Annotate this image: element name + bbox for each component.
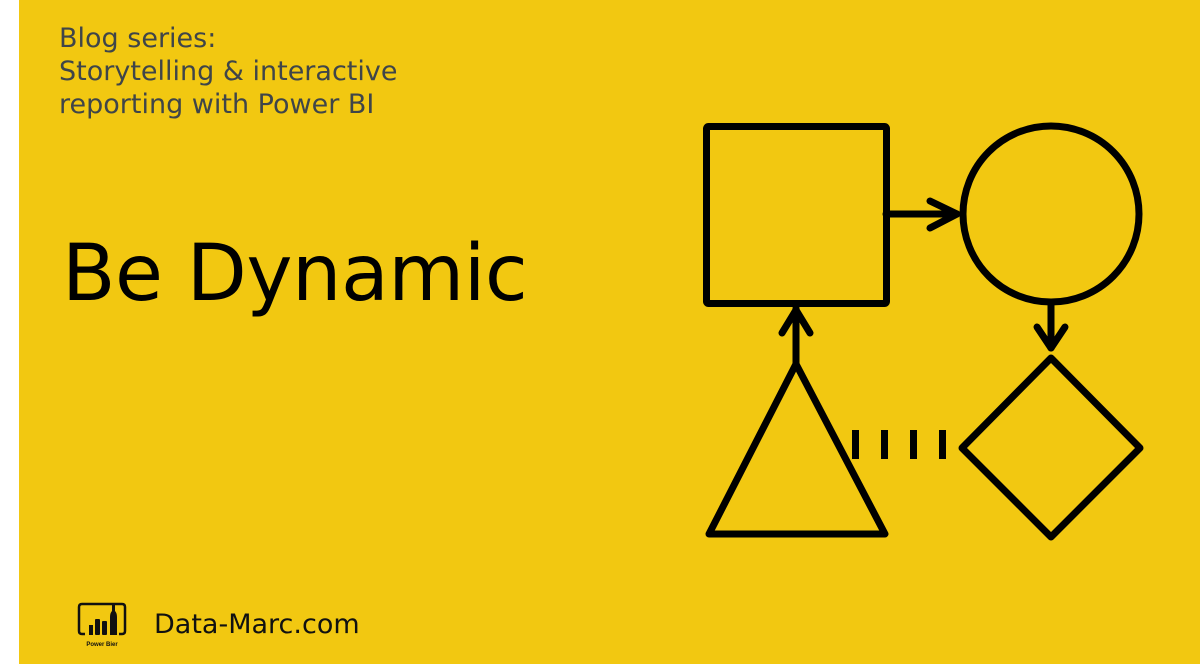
arrow-circle-to-diamond — [1033, 298, 1069, 352]
circle-icon — [959, 122, 1143, 306]
dashed-connector — [852, 430, 946, 459]
flow-diagram — [703, 122, 1144, 541]
slide: Blog series: Storytelling & interactive … — [19, 0, 1200, 664]
blog-series-subtitle: Blog series: Storytelling & interactive … — [59, 22, 397, 121]
subtitle-line: reporting with Power BI — [59, 89, 375, 120]
subtitle-line: Storytelling & interactive — [59, 56, 398, 87]
square-icon — [703, 123, 890, 307]
arrow-triangle-to-square — [778, 304, 814, 368]
triangle-icon — [705, 360, 889, 538]
diamond-icon — [958, 354, 1144, 541]
logo-caption: Power Bier — [86, 642, 118, 648]
arrow-square-to-circle — [882, 197, 961, 232]
slide-title: Be Dynamic — [62, 229, 528, 319]
power-bier-logo-icon: Power Bier — [77, 602, 127, 648]
site-link[interactable]: Data-Marc.com — [154, 609, 360, 640]
subtitle-line: Blog series: — [59, 23, 217, 54]
